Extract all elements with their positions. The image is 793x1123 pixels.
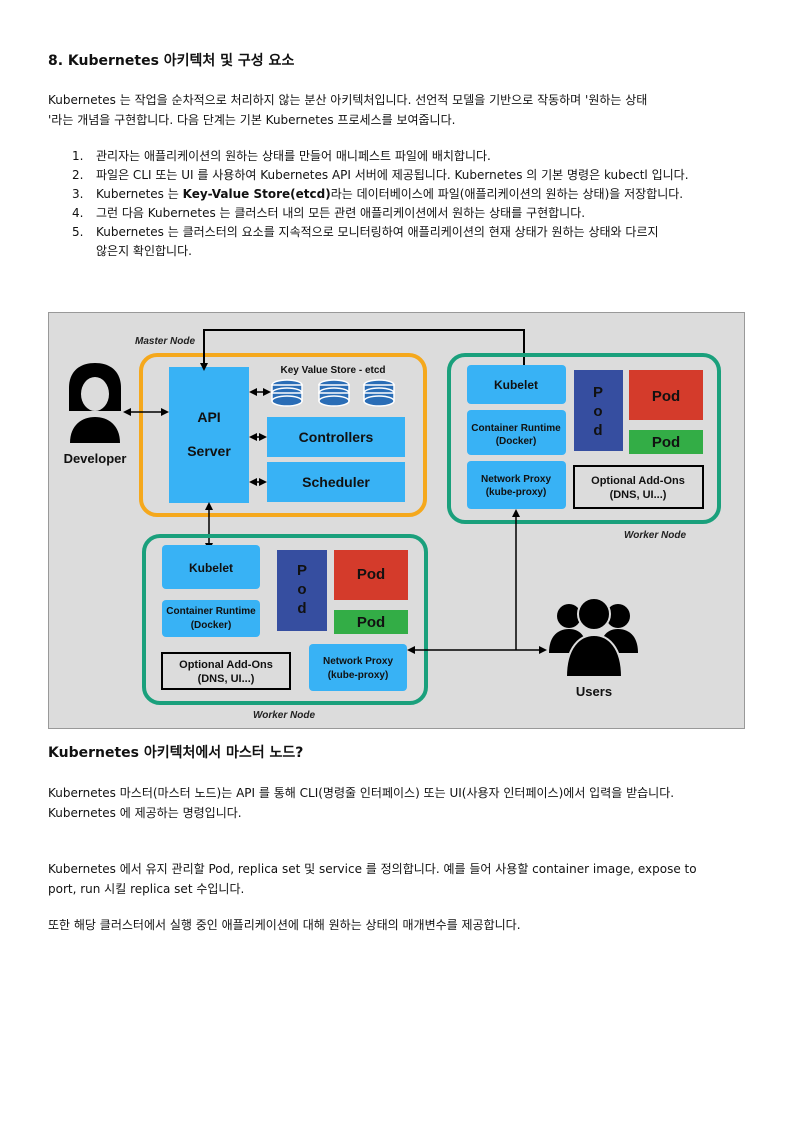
- master-node-paragraph: Kubernetes 마스터(마스터 노드)는 API 를 통해 CLI(명령줄…: [48, 783, 743, 823]
- step-text-bold: Key-Value Store(etcd): [182, 187, 331, 201]
- kubelet-box: [467, 365, 566, 404]
- list-item: 2. 파일은 CLI 또는 UI 를 사용하여 Kubernetes API 서버…: [72, 166, 747, 185]
- pod-letter: o: [297, 581, 306, 598]
- pod-label: Pod: [652, 388, 680, 405]
- etcd-database-icon: [318, 379, 350, 407]
- diagram-svg: Master Node API Server Key Value Store -…: [64, 329, 721, 721]
- api-server-label: Server: [187, 443, 231, 459]
- kv-store-label: Key Value Store - etcd: [280, 365, 385, 376]
- controllers-label: Controllers: [299, 429, 374, 445]
- pod-green-box: [334, 610, 408, 634]
- optional-addons-label: (DNS, UI...): [198, 673, 255, 685]
- step-text-pre: Kubernetes 는: [96, 187, 183, 201]
- definitions-paragraph: Kubernetes 에서 유지 관리할 Pod, replica set 및 …: [48, 859, 743, 899]
- worker-node-label: Worker Node: [253, 710, 315, 721]
- api-server: [169, 367, 249, 503]
- step-number: 4.: [72, 206, 84, 220]
- pod-letter: d: [593, 422, 602, 439]
- step-number: 3.: [72, 187, 84, 201]
- controllers-box: [267, 417, 405, 457]
- pod-letter: o: [593, 403, 602, 420]
- step-text: 않은지 확인합니다.: [96, 244, 192, 258]
- network-proxy-label: (kube-proxy): [486, 487, 547, 498]
- intro-line: Kubernetes 는 작업을 순차적으로 처리하지 않는 분산 아키텍처입니…: [48, 93, 648, 107]
- optional-addons-label: Optional Add-Ons: [179, 659, 273, 671]
- kubelet-box: [162, 545, 260, 589]
- worker-node-box: [142, 534, 428, 705]
- pod-label: Pod: [357, 566, 385, 583]
- process-steps-list: 1. 관리자는 애플리케이션의 원하는 상태를 만들어 매니페스트 파일에 배치합…: [72, 147, 747, 261]
- pod-red-box: [334, 550, 408, 600]
- list-item: 4. 그런 다음 Kubernetes 는 클러스터 내의 모든 관련 애플리케이…: [72, 204, 747, 223]
- list-item: 1. 관리자는 애플리케이션의 원하는 상태를 만들어 매니페스트 파일에 배치합…: [72, 147, 747, 166]
- network-proxy-label: Network Proxy: [323, 656, 393, 667]
- step-text: 관리자는 애플리케이션의 원하는 상태를 만들어 매니페스트 파일에 배치합니다…: [96, 149, 491, 163]
- container-runtime-label: Container Runtime: [471, 423, 561, 434]
- network-proxy-box: [309, 644, 407, 691]
- container-runtime-box: [162, 600, 260, 637]
- pod-letter: P: [593, 384, 603, 401]
- pod-container-box: [574, 370, 623, 451]
- master-node-box: [139, 353, 427, 517]
- pod-letter: d: [297, 600, 306, 617]
- step-number: 2.: [72, 168, 84, 182]
- kubelet-label: Kubelet: [494, 378, 538, 392]
- intro-line: '라는 개념을 구현합니다. 다음 단계는 기본 Kubernetes 프로세스…: [48, 113, 456, 127]
- etcd-database-icon: [363, 379, 395, 407]
- kubelet-label: Kubelet: [189, 561, 233, 575]
- pod-label: Pod: [357, 614, 385, 631]
- intro-paragraph: Kubernetes 는 작업을 순차적으로 처리하지 않는 분산 아키텍처입니…: [48, 90, 743, 130]
- desired-state-paragraph: 또한 해당 클러스터에서 실행 중인 애플리케이션에 대해 원하는 상태의 매개…: [48, 915, 743, 935]
- worker-node-box: [447, 353, 721, 524]
- optional-addons-label: (DNS, UI...): [610, 489, 667, 501]
- paragraph-line: port, run 시킬 replica set 수입니다.: [48, 882, 245, 896]
- step-text: 그런 다음 Kubernetes 는 클러스터 내의 모든 관련 애플리케이션에…: [96, 206, 586, 220]
- step-text: 파일은 CLI 또는 UI 를 사용하여 Kubernetes API 서버에 …: [96, 168, 689, 182]
- kubernetes-architecture-diagram: Master Node API Server Key Value Store -…: [48, 312, 745, 729]
- scheduler-box: [267, 462, 405, 502]
- container-runtime-label: (Docker): [496, 436, 537, 447]
- worker-node-label: Worker Node: [624, 530, 686, 541]
- network-proxy-label: Network Proxy: [481, 474, 551, 485]
- etcd-database-icon: [271, 379, 303, 407]
- container-runtime-label: (Docker): [191, 620, 232, 631]
- optional-addons-box: [161, 652, 291, 690]
- container-runtime-box: [467, 410, 566, 455]
- optional-addons-box: [573, 465, 704, 509]
- scheduler-label: Scheduler: [302, 474, 370, 490]
- api-server-label: API: [197, 409, 220, 425]
- paragraph-line: Kubernetes 에 제공하는 명령입니다.: [48, 806, 242, 820]
- pod-label: Pod: [652, 434, 680, 451]
- list-item: 3. Kubernetes 는 Key-Value Store(etcd)라는 데…: [72, 185, 747, 204]
- pod-container-box: [277, 550, 327, 631]
- users-icon: [549, 597, 638, 678]
- pod-red-box: [629, 370, 703, 420]
- step-text: Kubernetes 는 클러스터의 요소를 지속적으로 모니터링하여 애플리케…: [96, 225, 659, 239]
- container-runtime-label: Container Runtime: [166, 606, 256, 617]
- pod-letter: P: [297, 562, 307, 579]
- section-heading: Kubernetes 아키텍처에서 마스터 노드?: [48, 745, 304, 761]
- network-proxy-box: [467, 461, 566, 509]
- section-heading: 8. Kubernetes 아키텍처 및 구성 요소: [48, 53, 295, 69]
- pod-green-box: [629, 430, 703, 454]
- optional-addons-label: Optional Add-Ons: [591, 475, 685, 487]
- paragraph-line: 또한 해당 클러스터에서 실행 중인 애플리케이션에 대해 원하는 상태의 매개…: [48, 918, 521, 932]
- paragraph-line: Kubernetes 에서 유지 관리할 Pod, replica set 및 …: [48, 862, 697, 876]
- step-number: 5.: [72, 225, 84, 239]
- master-node-label: Master Node: [135, 336, 195, 347]
- step-number: 1.: [72, 149, 84, 163]
- developer-label: Developer: [64, 451, 127, 466]
- developer-icon: [69, 363, 121, 443]
- step-text-post: 라는 데이터베이스에 파일(애플리케이션의 원하는 상태)을 저장합니다.: [330, 187, 684, 201]
- users-label: Users: [576, 684, 612, 699]
- network-proxy-label: (kube-proxy): [328, 670, 389, 681]
- list-item: 5. Kubernetes 는 클러스터의 요소를 지속적으로 모니터링하여 애플…: [72, 223, 747, 261]
- paragraph-line: Kubernetes 마스터(마스터 노드)는 API 를 통해 CLI(명령줄…: [48, 786, 675, 800]
